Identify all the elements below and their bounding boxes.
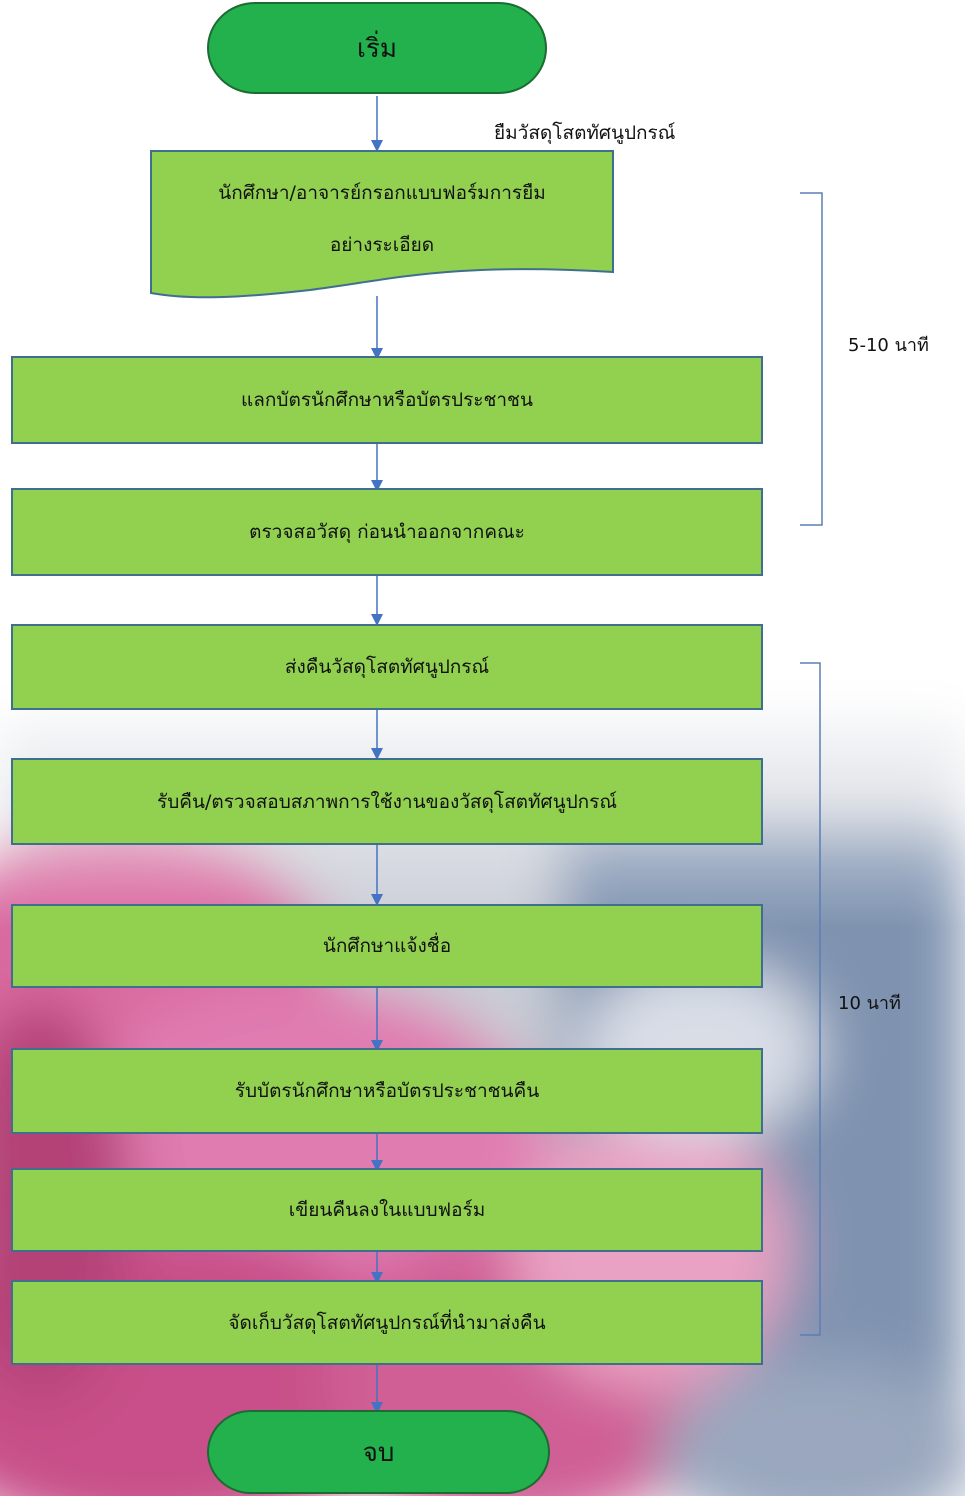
step-inspect-items-label: ตรวจสอวัสดุ ก่อนนำออกจากคณะ xyxy=(249,521,525,543)
duration-label-borrow: 5-10 นาที xyxy=(848,335,929,356)
step-write-form: เขียนคืนลงในแบบฟอร์ม xyxy=(11,1168,763,1252)
start-label: เริ่ม xyxy=(357,33,397,64)
end-terminal: จบ xyxy=(207,1410,550,1494)
step-inspect-items: ตรวจสอวัสดุ ก่อนนำออกจากคณะ xyxy=(11,488,763,576)
step-exchange-card-label: แลกบัตรนักศึกษาหรือบัตรประชาชน xyxy=(241,389,533,411)
step-check-condition-label: รับคืน/ตรวจสอบสภาพการใช้งานของวัสดุโสตทั… xyxy=(157,790,617,813)
step-return-items: ส่งคืนวัสดุโสตทัศนูปกรณ์ xyxy=(11,624,763,710)
step-borrow-form-line2: อย่างระเอียด xyxy=(329,234,435,256)
start-terminal: เริ่ม xyxy=(207,2,547,94)
step-student-name: นักศึกษาแจ้งชื่อ xyxy=(11,904,763,988)
borrow-note: ยืมวัสดุโสตทัศนูปกรณ์ xyxy=(494,122,676,144)
end-label: จบ xyxy=(362,1437,395,1468)
step-borrow-form: นักศึกษา/อาจารย์กรอกแบบฟอร์มการยืม อย่าง… xyxy=(150,150,614,300)
step-store-items-label: จัดเก็บวัสดุโสตทัศนูปกรณ์ที่นำมาส่งคืน xyxy=(228,1311,546,1334)
step-check-condition: รับคืน/ตรวจสอบสภาพการใช้งานของวัสดุโสตทั… xyxy=(11,758,763,845)
step-card-return: รับบัตรนักศึกษาหรือบัตรประชาชนคืน xyxy=(11,1048,763,1134)
step-borrow-form-line1: นักศึกษา/อาจารย์กรอกแบบฟอร์มการยืม xyxy=(218,182,546,204)
step-exchange-card: แลกบัตรนักศึกษาหรือบัตรประชาชน xyxy=(11,356,763,444)
step-store-items: จัดเก็บวัสดุโสตทัศนูปกรณ์ที่นำมาส่งคืน xyxy=(11,1280,763,1365)
duration-label-return: 10 นาที xyxy=(838,993,901,1014)
step-write-form-label: เขียนคืนลงในแบบฟอร์ม xyxy=(288,1199,486,1221)
step-return-items-label: ส่งคืนวัสดุโสตทัศนูปกรณ์ xyxy=(284,656,490,678)
step-student-name-label: นักศึกษาแจ้งชื่อ xyxy=(322,935,452,957)
step-card-return-label: รับบัตรนักศึกษาหรือบัตรประชาชนคืน xyxy=(234,1080,540,1102)
